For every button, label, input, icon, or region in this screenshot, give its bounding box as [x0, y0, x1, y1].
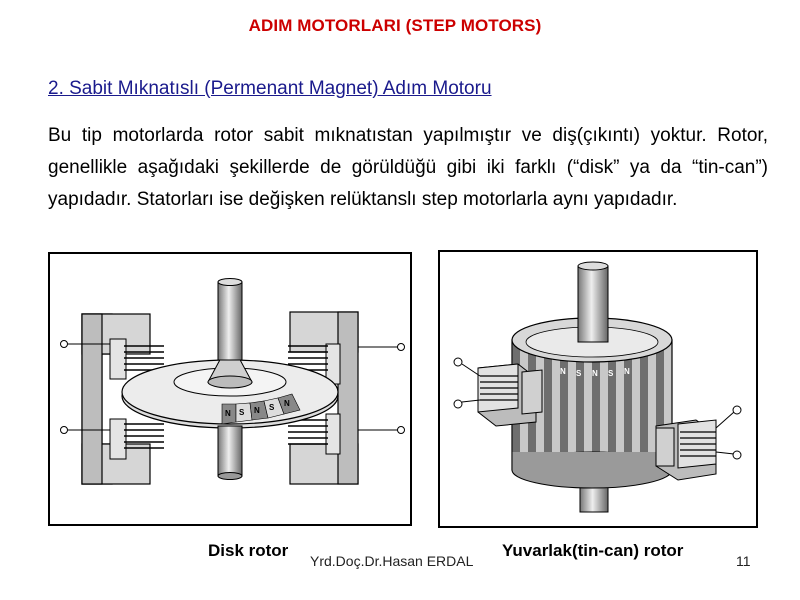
- disk-pole-label: N: [284, 399, 290, 408]
- can-pole-label: S: [576, 369, 582, 378]
- tin-can-rotor-figure: N S N S N: [438, 250, 758, 528]
- disk-pole-label: S: [239, 408, 245, 417]
- disk-rotor-illustration: N S N S N: [60, 278, 405, 485]
- section-heading: 2. Sabit Mıknatıslı (Permenant Magnet) A…: [48, 78, 492, 99]
- can-pole-label: S: [608, 369, 614, 378]
- disk-rotor-figure: N S N S N: [48, 252, 412, 526]
- disk-rotor-caption: Disk rotor: [208, 541, 289, 560]
- can-pole-label: N: [624, 367, 630, 376]
- disk-pole-label: S: [269, 403, 275, 412]
- body-paragraph: Bu tip motorlarda rotor sabit mıknatısta…: [48, 125, 768, 210]
- can-pole-label: N: [560, 367, 566, 376]
- slide-title: ADIM MOTORLARI (STEP MOTORS): [248, 16, 542, 35]
- tin-can-rotor-caption: Yuvarlak(tin-can) rotor: [502, 541, 684, 560]
- page-number: 11: [736, 553, 751, 569]
- can-pole-label: N: [592, 369, 598, 378]
- tin-can-rotor-illustration: N S N S N: [453, 261, 742, 513]
- disk-pole-label: N: [225, 409, 231, 418]
- footer-author: Yrd.Doç.Dr.Hasan ERDAL: [310, 553, 474, 569]
- disk-pole-label: N: [254, 406, 260, 415]
